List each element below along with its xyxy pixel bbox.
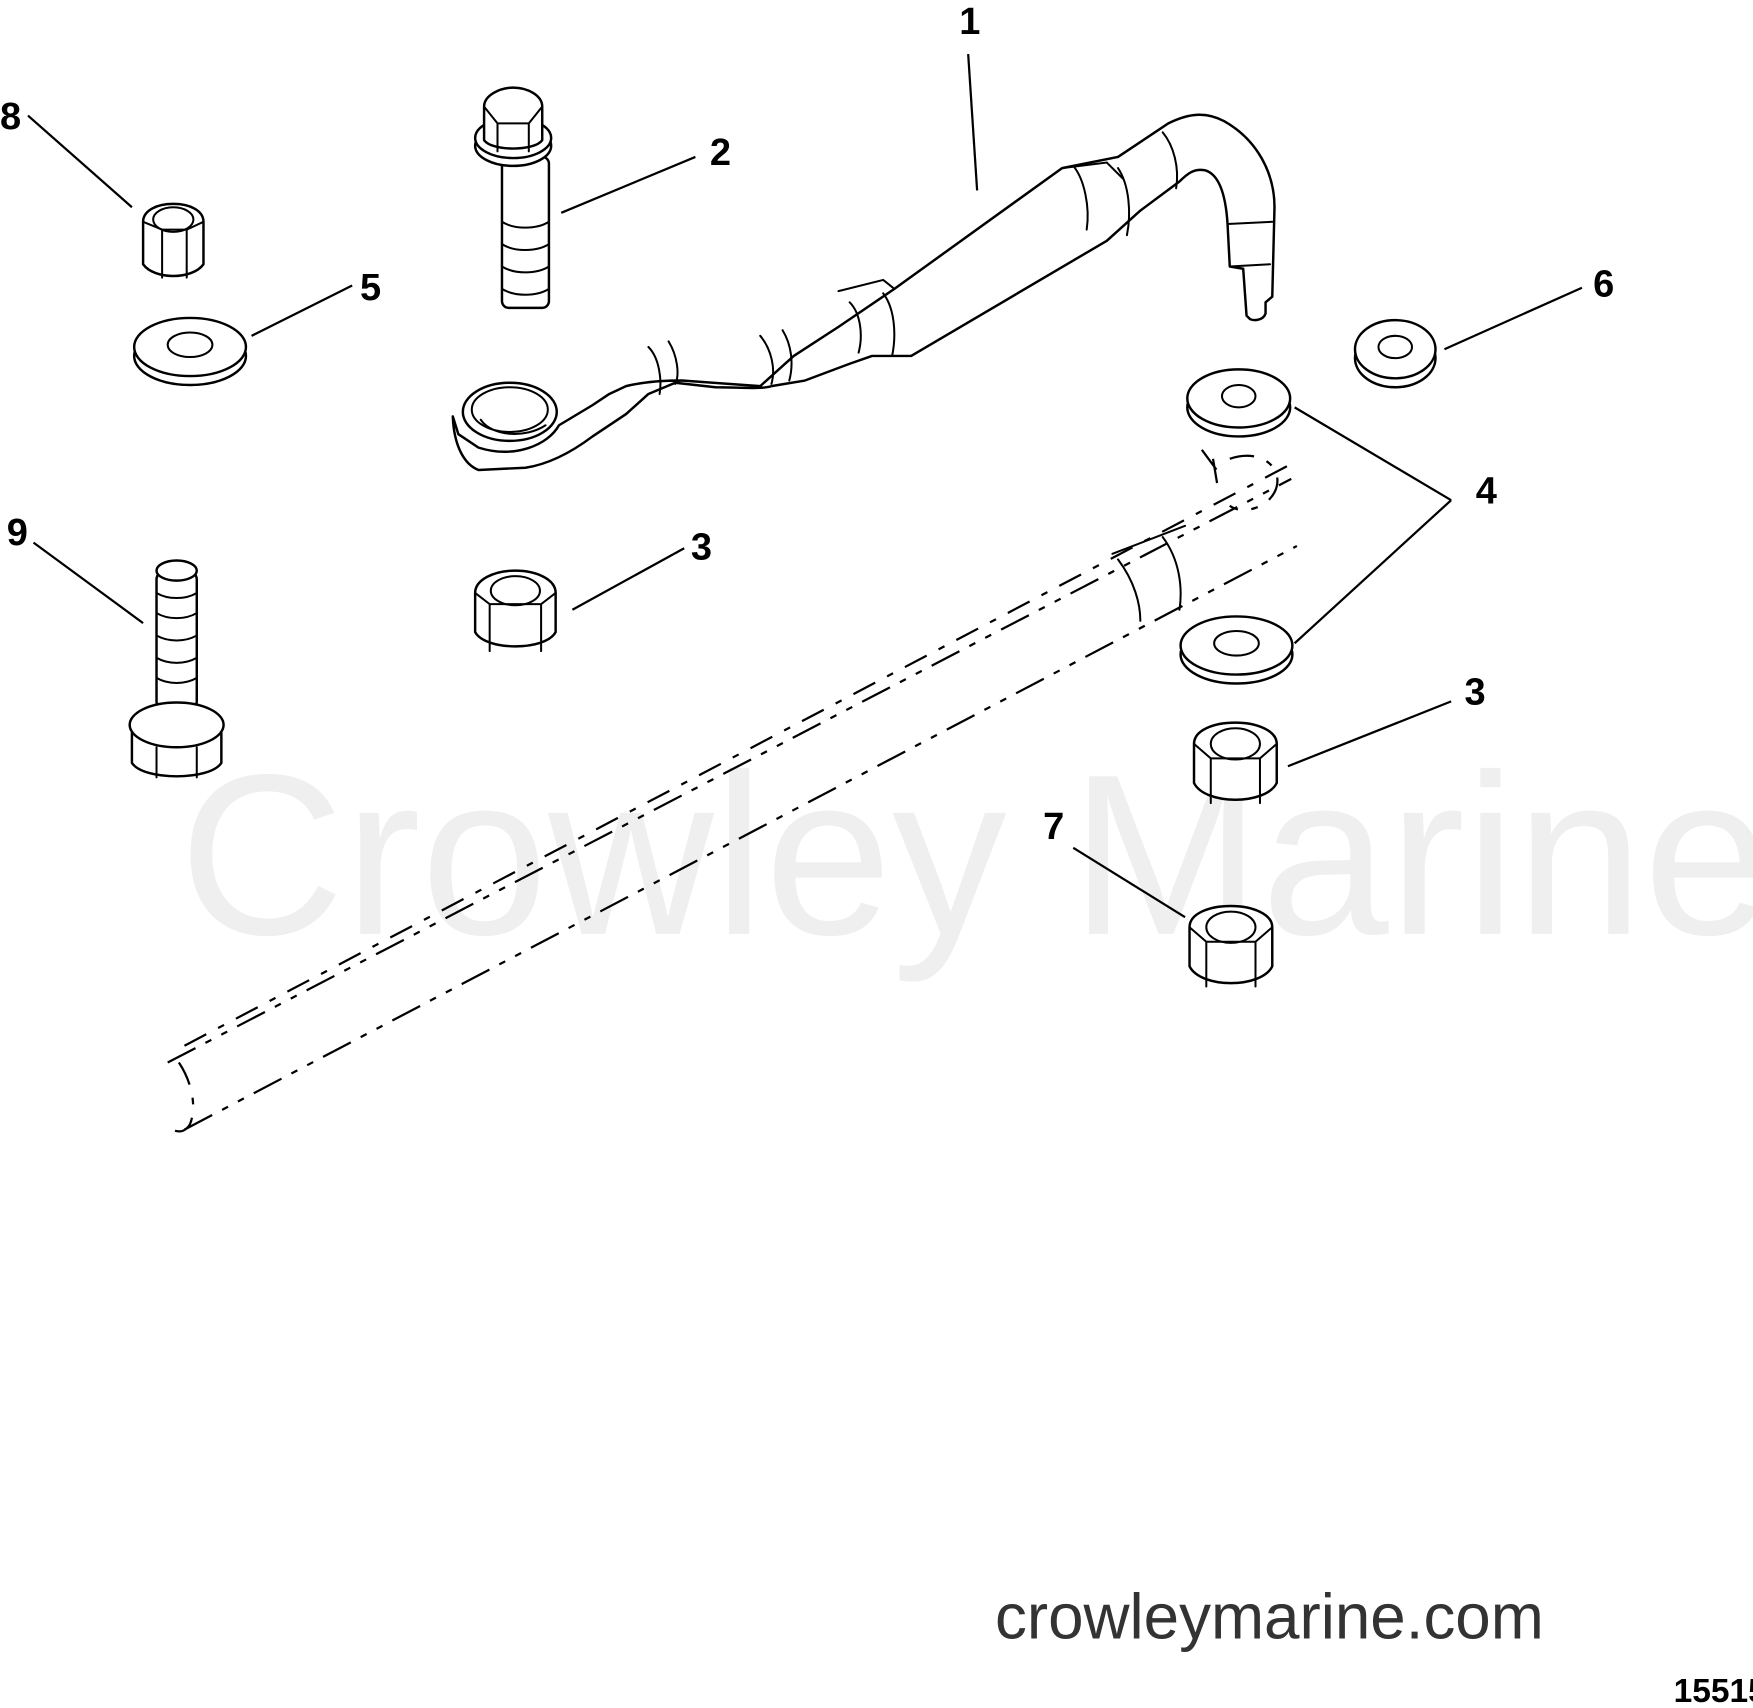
website-link[interactable]: crowleymarine.com (995, 1580, 1544, 1652)
washer-right (1353, 318, 1437, 389)
callout-6: 6 (1593, 264, 1614, 306)
callout-5: 5 (360, 267, 381, 309)
flange-bolt-lower (128, 559, 225, 779)
nut-right (1192, 721, 1278, 805)
nut-lower-right (1188, 904, 1274, 988)
washer-upper (1186, 368, 1292, 438)
callout-8: 8 (0, 96, 21, 138)
callout-3-right: 3 (1465, 672, 1486, 714)
callout-7: 7 (1043, 806, 1064, 848)
callout-4: 4 (1476, 471, 1497, 513)
callout-2: 2 (710, 132, 731, 174)
figure-number: 15515 (1674, 1673, 1753, 1708)
nut-upper-left (141, 202, 205, 279)
washer-lower (1179, 615, 1294, 685)
ghost-shaft (167, 449, 1298, 1133)
callout-3-center: 3 (691, 526, 712, 568)
callout-1: 1 (959, 1, 980, 43)
washer-left (132, 316, 248, 387)
leader-lines (27, 54, 1583, 919)
link-rod (451, 113, 1276, 472)
nut-center (473, 569, 557, 653)
watermark-text: Crowley Marine (179, 727, 1753, 983)
flange-bolt-upper (473, 86, 553, 310)
callout-9: 9 (7, 512, 28, 554)
